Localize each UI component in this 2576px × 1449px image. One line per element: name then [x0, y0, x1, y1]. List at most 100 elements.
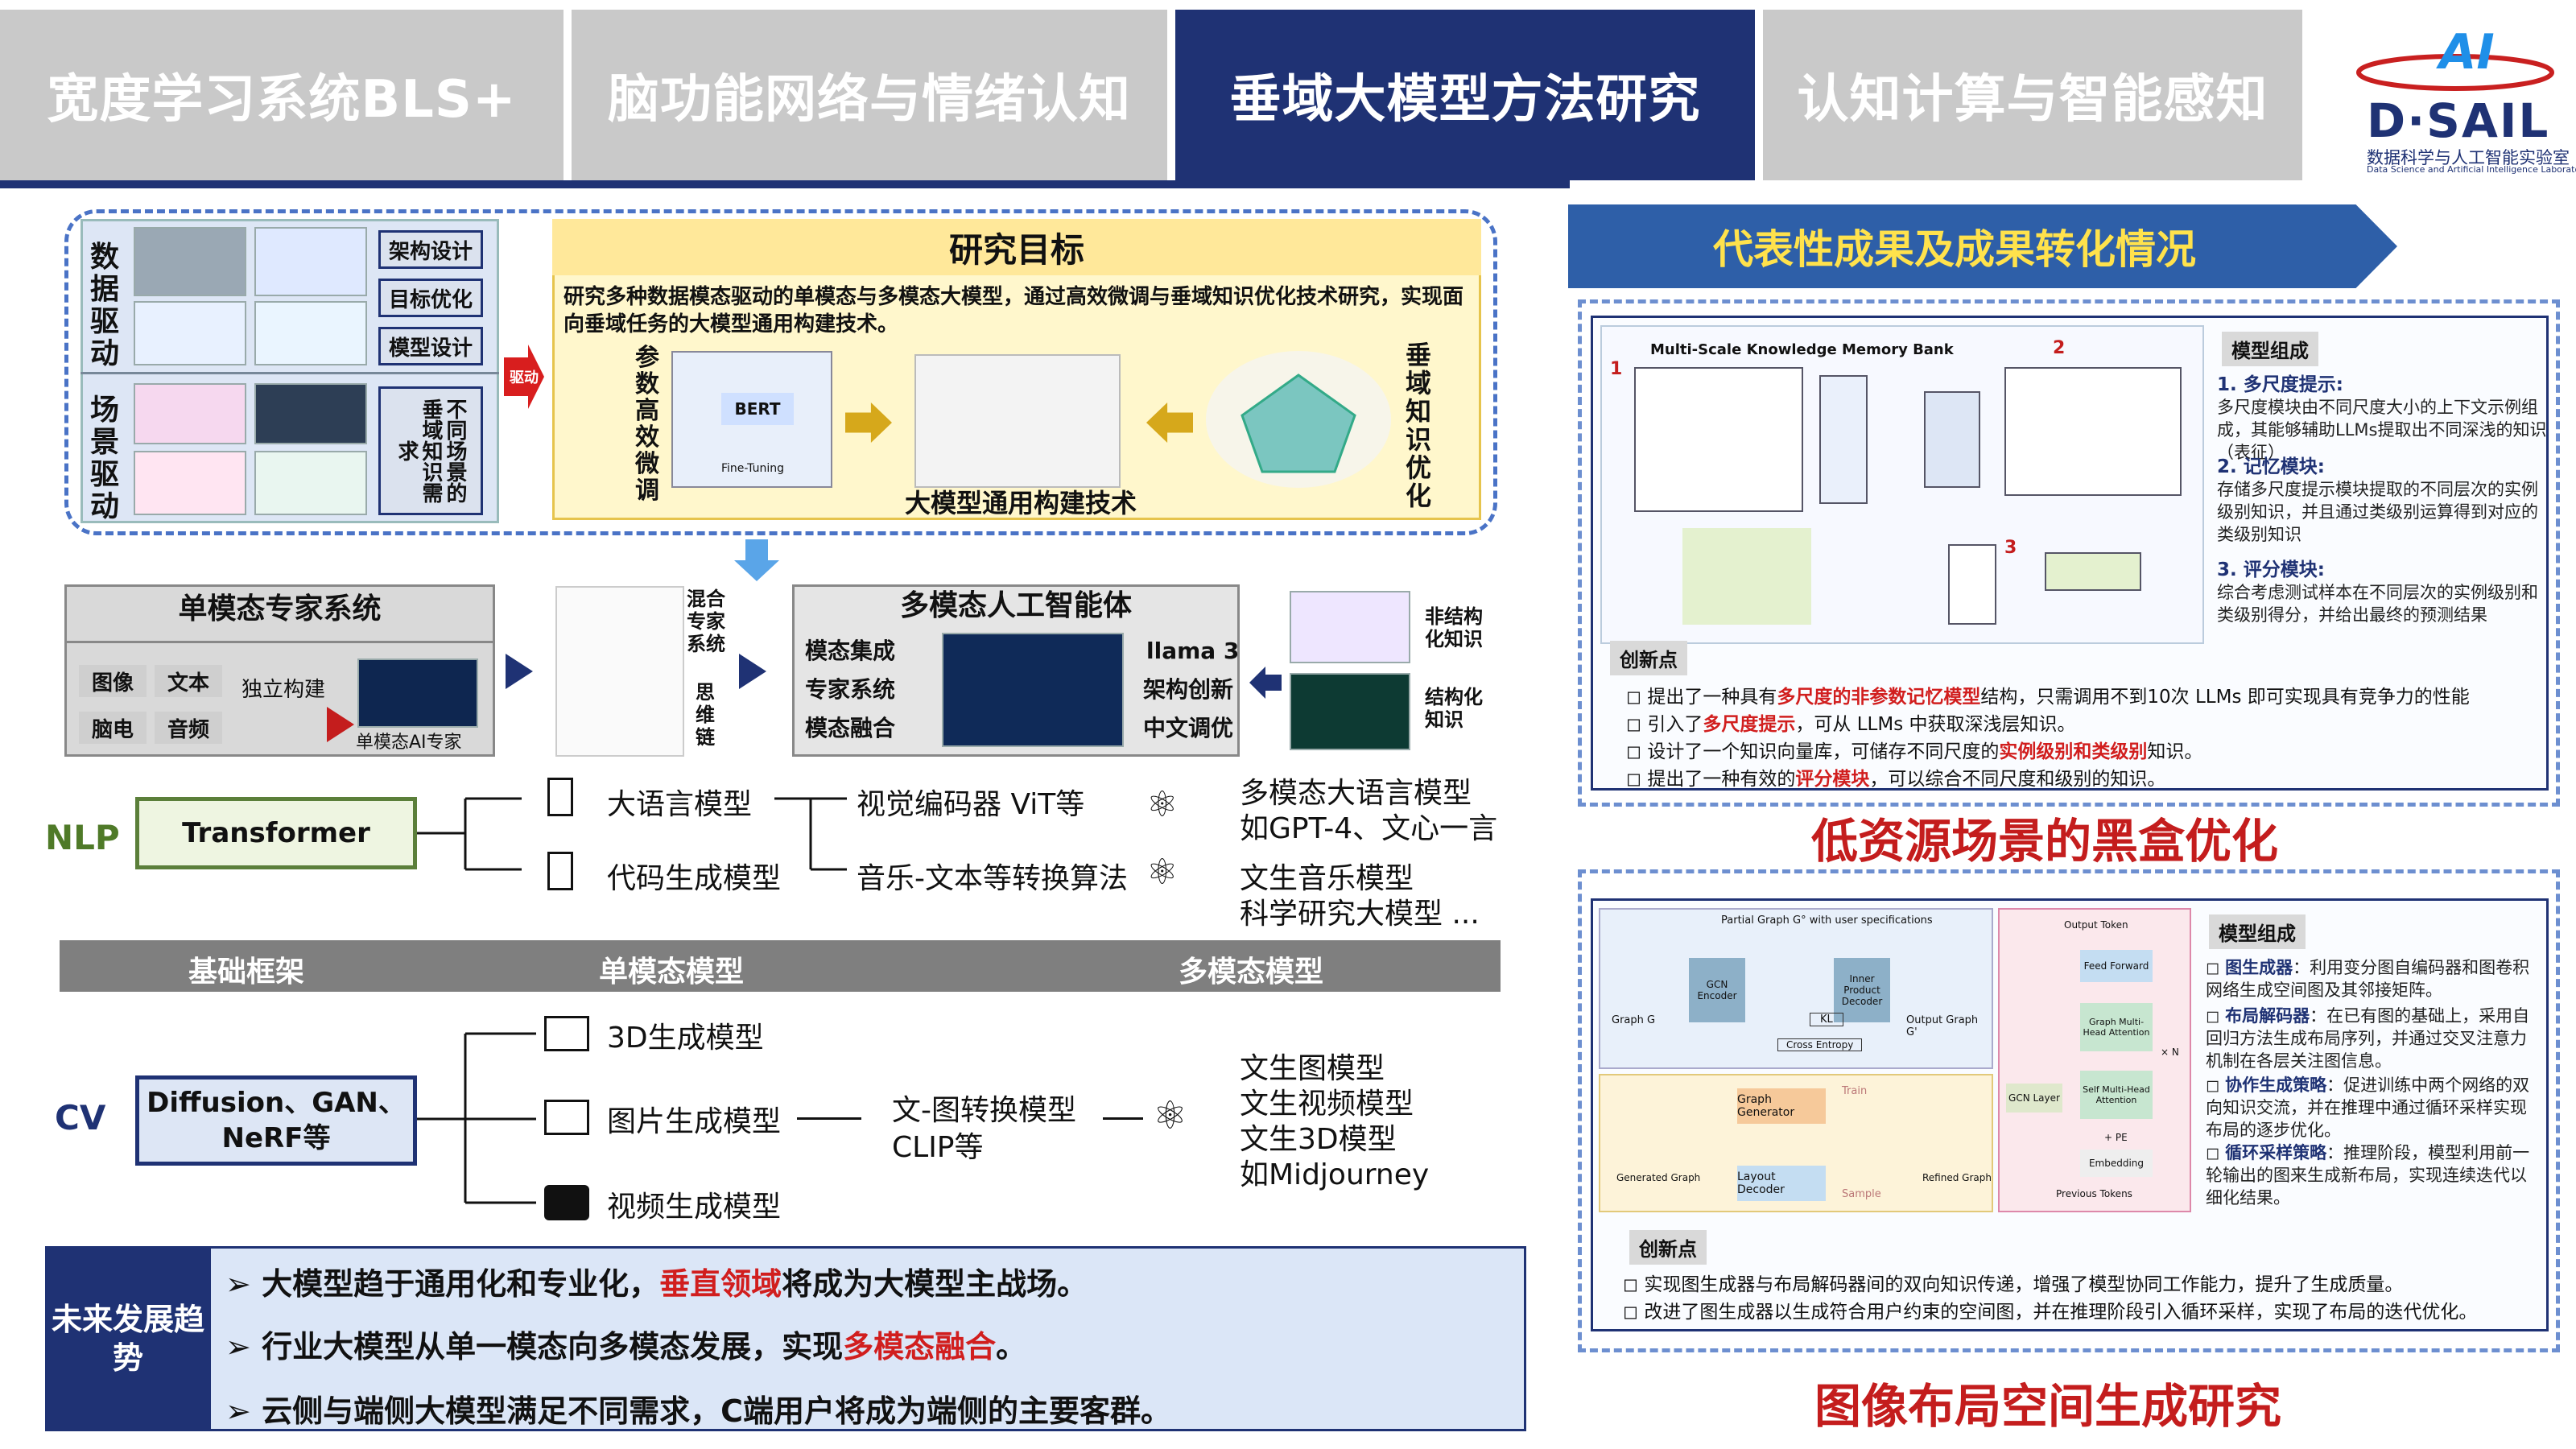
future-line-2: ➢ 行业大模型从单一模态向多模态发展，实现多模态融合。: [225, 1329, 1027, 1364]
cv-label: CV: [55, 1098, 106, 1137]
p1-bullet-3: ◻ 设计了一个知识向量库，可储存不同尺度的实例级别和类级别知识。: [1626, 741, 2203, 762]
tab-cognitive[interactable]: 认知计算与智能感知: [1763, 10, 2302, 180]
heading-blackbox: 低资源场景的黑盒优化: [1811, 814, 2279, 869]
logo-en: Data Science and Artificial Intelligence…: [2367, 164, 2576, 175]
transformer-box: Transformer: [135, 797, 417, 869]
tab-bar: 宽度学习系统BLS+ 脑功能网络与情绪认知 垂域大模型方法研究 认知计算与智能感…: [0, 0, 2576, 180]
arch-design-button[interactable]: 架构设计: [378, 230, 483, 269]
bert-label: BERT: [721, 393, 794, 425]
tab-underline: [0, 180, 1570, 188]
general-build-label: 大模型通用构建技术: [905, 488, 1137, 518]
p2-bullet-1: ◻ 实现图生成器与布局解码器间的双向知识传递，增强了模型协同工作能力，提升了生成…: [1623, 1274, 2404, 1295]
text-chip[interactable]: 文本: [155, 665, 222, 697]
p1-bullet-2: ◻ 引入了多尺度提示，可从 LLMs 中获取深浅层知识。: [1626, 714, 2076, 735]
graph-vae-figure: Partial Graph G° with user specification…: [1599, 908, 1993, 1069]
atom-icon-2: ⚛: [1146, 852, 1179, 893]
left-arrow-icon-2: [1249, 667, 1282, 699]
text-image-label: 文-图转换模型: [892, 1094, 1076, 1127]
atom-icon: ⚛: [1146, 784, 1179, 825]
knowledge-pentagon: [1206, 351, 1391, 488]
nlp-mid-lines: [774, 797, 847, 871]
moe-label: 混合专家系统: [687, 588, 725, 655]
future-line-3: ➢ 云侧与端侧大模型满足不同需求，C端用户将成为端侧的主要客群。: [225, 1393, 1171, 1429]
p1-bullet-1: ◻ 提出了一种具有多尺度的非参数记忆模型结构，只需调用不到10次 LLMs 即可…: [1626, 687, 2470, 708]
param-tuning-label: 参数高效微调: [635, 344, 659, 505]
llama-label: llama 3: [1146, 638, 1240, 664]
p1-item-2: 2. 记忆模块:存储多尺度提示模块提取的不同层次的实例级别知识，并且通过类级别运…: [2217, 456, 2538, 544]
fig1-title: Multi-Scale Knowledge Memory Bank: [1650, 341, 1954, 358]
future-line-1: ➢ 大模型趋于通用化和专业化，垂直领域将成为大模型主战场。: [225, 1266, 1088, 1302]
cot-label: 思维链: [696, 681, 715, 749]
atom-icon-3: ⚛: [1153, 1093, 1188, 1138]
result-panel-2: [1578, 869, 2560, 1352]
logo-swoosh-icon: [2356, 54, 2554, 91]
signal-image: [254, 301, 367, 365]
tab-vertical-llm[interactable]: 垂域大模型方法研究: [1175, 10, 1755, 180]
audio-chip[interactable]: 音频: [155, 712, 222, 744]
emotion-image: [134, 451, 246, 515]
goal-text: 研究多种数据模态驱动的单模态与多模态大模型，通过高效微调与垂域知识优化技术研究，…: [564, 285, 1464, 336]
llm-label: 大语言模型: [607, 788, 753, 821]
model-comp-tag-2: 模型组成: [2209, 914, 2306, 949]
goal-title: 研究目标: [552, 219, 1481, 275]
image-icon: [544, 1100, 589, 1135]
future-panel: [45, 1246, 1526, 1431]
bert-diagram: BERT Fine-Tuning: [671, 351, 832, 488]
multimodal-diagram: [914, 354, 1121, 488]
results-title: 代表性成果及成果转化情况: [1568, 204, 2397, 288]
model-design-button[interactable]: 模型设计: [378, 327, 483, 365]
eeg-chip[interactable]: 脑电: [79, 712, 147, 744]
nlp-branch-lines: [417, 797, 522, 871]
result-panel-1: [1578, 299, 2560, 807]
chinese-tuning: 中文调优: [1143, 715, 1234, 741]
nlp-label: NLP: [45, 818, 120, 857]
top-frame: [64, 209, 1497, 535]
brain-image: [134, 383, 246, 444]
p1-bullet-4: ◻ 提出了一种有效的评分模块，可以综合不同尺度和级别的知识。: [1626, 769, 2166, 790]
cv-branch-lines: [417, 1032, 536, 1204]
data-driven-label: 数据驱动: [89, 241, 119, 370]
modal-integration: 模态集成: [805, 638, 896, 664]
vit-label: 视觉编码器 ViT等: [857, 788, 1085, 821]
p2-item-4: ◻ 循环采样策略：推理阶段，模型利用前一轮输出的图来生成新布局，实现连续迭代以细…: [2206, 1143, 2530, 1208]
p2-item-3: ◻ 协作生成策略：促进训练中两个网络的双向知识交流，并在推理中通过循环采样实现布…: [2206, 1075, 2530, 1140]
build-label: 独立构建: [242, 678, 326, 702]
medical-image: [254, 383, 367, 444]
image-gen-label: 图片生成模型: [607, 1105, 782, 1138]
clip-label: CLIP等: [892, 1131, 984, 1164]
video-camera-icon: [544, 1185, 589, 1220]
bar-multi: 多模态模型: [1179, 956, 1324, 989]
p1-item-1: 1. 多尺度提示:多尺度模块由不同尺度大小的上下文示例组成，其能够辅助LLMs提…: [2217, 374, 2547, 462]
tab-brain[interactable]: 脑功能网络与情绪认知: [572, 10, 1167, 180]
logo-brand: D·SAIL: [2367, 93, 2550, 148]
collab-figure: Graph Generator Layout Decoder Train Sam…: [1599, 1074, 1993, 1212]
video-gen-label: 视频生成模型: [607, 1191, 782, 1224]
framework-bar: 基础框架 单模态模型 多模态模型: [60, 940, 1501, 992]
p2-item-1: ◻ 图生成器：利用变分图自编码器和图卷积网络生成空间图及其邻接矩阵。: [2206, 958, 2530, 1000]
tab-bls[interactable]: 宽度学习系统BLS+: [0, 10, 564, 180]
robot-image: [254, 451, 367, 515]
expert-system: 专家系统: [805, 676, 896, 703]
ai-expert-image: [357, 658, 478, 728]
text2img-label: 文生图模型: [1240, 1052, 1385, 1085]
p2-bullet-2: ◻ 改进了图生成器以生成符合用户约束的空间图，并在推理阶段引入循环采样，实现了布…: [1623, 1302, 2478, 1323]
p2-item-2: ◻ 布局解码器：在已有图的基础上，采用自回归方法生成布局序列，并通过交叉注意力机…: [2206, 1006, 2530, 1071]
traffic-image: [134, 227, 246, 296]
text23d-label: 文生3D模型: [1240, 1123, 1397, 1156]
bar-single: 单模态模型: [599, 956, 745, 989]
memory-bank-figure: Multi-Scale Knowledge Memory Bank 1 2 3: [1600, 325, 2204, 644]
goal-opt-button[interactable]: 目标优化: [378, 279, 483, 317]
image-chip[interactable]: 图像: [79, 665, 147, 697]
diffusion-box: Diffusion、GAN、NeRF等: [135, 1075, 417, 1166]
decoder-figure: Output Token Feed Forward Graph Multi-He…: [1998, 908, 2191, 1212]
mllm-label: 多模态大语言模型: [1240, 777, 1472, 810]
moe-diagram: [555, 586, 684, 757]
music-model-label: 文生音乐模型: [1240, 862, 1414, 895]
3d-gen-label: 3D生成模型: [607, 1022, 764, 1055]
doc-icon: [547, 778, 573, 816]
p1-item-3: 3. 评分模块:综合考虑测试样本在不同层次的实例级别和类级别得分，并给出最终的预…: [2217, 559, 2538, 625]
unstructured-image: [1290, 591, 1410, 663]
wave-image: [134, 301, 246, 365]
structured-label: 结构化知识: [1425, 686, 1483, 731]
scene-need-box: 不同场景的垂域知识需求: [378, 386, 483, 515]
